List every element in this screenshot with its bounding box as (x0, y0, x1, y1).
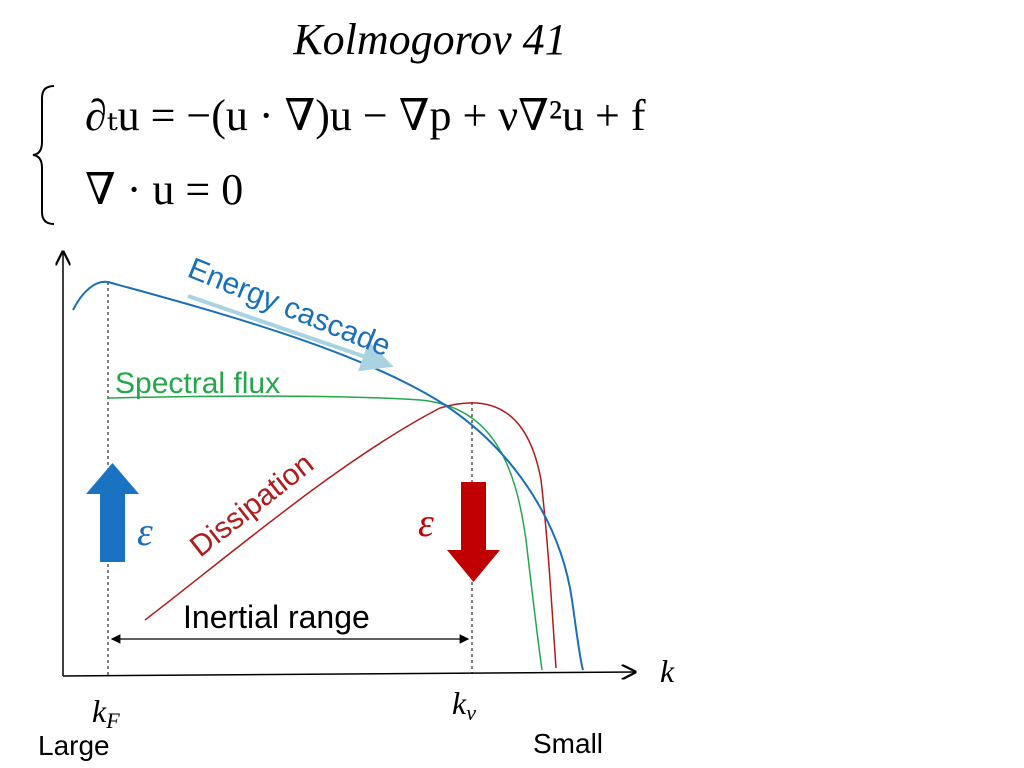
energy-spectrum-curve (72, 280, 584, 671)
dissipation-label: Dissipation (184, 447, 320, 563)
epsilon-right: ε (418, 500, 434, 545)
navier-stokes-equations: ∂ₜu = −(u · ∇)u − ∇p + ν∇²u + f ∇ · u = … (30, 84, 730, 234)
epsilon-left: ε (137, 509, 153, 554)
x-axis (62, 672, 635, 676)
energy-cascade-arrow (187, 294, 394, 372)
large-label: Large (38, 730, 110, 761)
momentum-equation: ∂ₜu = −(u · ∇)u − ∇p + ν∇²u + f (85, 91, 646, 140)
page-title: Kolmogorov 41 (293, 15, 567, 64)
energy-spectrum-diagram: Energy cascade Spectral flux Dissipation… (38, 230, 675, 761)
dissipation-curve (144, 402, 557, 669)
energy-input-arrow (86, 463, 139, 562)
kF-label: kF (92, 693, 120, 733)
energy-dissipation-arrow (447, 482, 500, 582)
inertial-range-label: Inertial range (183, 599, 370, 635)
knu-label: kν (452, 685, 476, 725)
spectral-flux-curve (107, 395, 543, 671)
equation-brace (32, 85, 55, 225)
spectral-flux-label: Spectral flux (115, 367, 280, 400)
continuity-equation: ∇ · u = 0 (85, 165, 244, 214)
small-label: Small (533, 728, 603, 759)
k-axis-label: k (660, 653, 675, 689)
energy-cascade-label: Energy cascade (183, 252, 395, 363)
